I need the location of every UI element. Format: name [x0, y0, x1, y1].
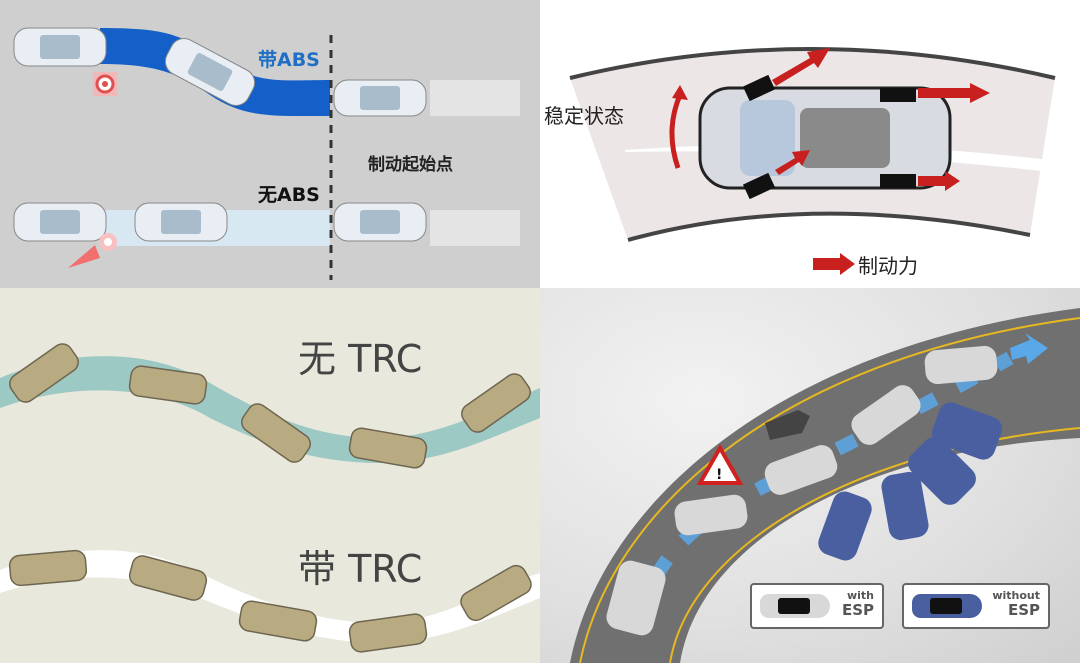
- obstacle: [765, 410, 810, 440]
- label-stable-state: 稳定状态: [544, 104, 624, 128]
- abs-diagram-panel: 带ABS 无ABS 制动起始点: [0, 0, 540, 288]
- trc-illustration: [0, 343, 540, 653]
- label-with-trc: 带 TRC: [298, 547, 423, 591]
- trc-car: [238, 600, 318, 642]
- direction-arrow-icon: [1010, 333, 1048, 364]
- esp-diagram-panel: ! with ESP without ESP: [540, 288, 1080, 663]
- legend-esp-label: ESP: [1007, 601, 1040, 619]
- trc-car: [461, 373, 531, 433]
- warning-triangle-icon: !: [696, 443, 744, 485]
- trc-car: [8, 549, 88, 587]
- abs-lane-after-without: [430, 210, 520, 246]
- trc-car: [460, 564, 532, 622]
- abs-car: [333, 202, 427, 242]
- trc-car: [348, 427, 428, 469]
- legend-arrow-icon: [813, 253, 855, 275]
- brake-force-arrow-icon: [772, 48, 990, 191]
- car-top-view: [698, 74, 952, 200]
- label-without-abs: 无ABS: [258, 184, 320, 206]
- label-with-abs: 带ABS: [258, 49, 320, 71]
- label-brake-force: 制动力: [858, 254, 918, 278]
- abs-lane-after-with: [430, 80, 520, 116]
- abs-car: [333, 79, 427, 117]
- legend-esp-label: ESP: [841, 601, 874, 619]
- road-edge-bottom: [627, 211, 1031, 242]
- trc-diagram-panel: 无 TRC 带 TRC: [0, 288, 540, 663]
- legend-with-esp-text: with ESP: [841, 589, 874, 619]
- legend-without-esp: without ESP: [902, 583, 1050, 629]
- rotation-arrow-icon: [669, 94, 683, 169]
- legend-with-label: with: [846, 589, 874, 602]
- trc-car: [348, 613, 428, 653]
- abs-illustration: [13, 27, 520, 280]
- label-without-trc: 无 TRC: [298, 337, 423, 381]
- rotation-arrowhead: [672, 85, 688, 100]
- trc-car: [9, 343, 79, 403]
- abs-car: [164, 38, 256, 106]
- esp-illustration: !: [570, 308, 1080, 663]
- legend-with-esp: with ESP: [750, 583, 884, 629]
- svg-text:!: !: [716, 467, 722, 483]
- brake-indicator-icon: [93, 72, 117, 96]
- abs-car: [13, 27, 107, 67]
- trc-car: [241, 403, 311, 463]
- esp-road: [570, 308, 1080, 663]
- car-with-esp-icon: [760, 594, 830, 618]
- lane-line-outer: [579, 317, 1080, 663]
- skid-crash-icon: [68, 233, 117, 268]
- esp-car-without: [818, 402, 1003, 561]
- road-edge-top: [569, 47, 1056, 80]
- brake-force-diagram-panel: 稳定状态 制动力: [540, 0, 1080, 288]
- car-without-esp-icon: [912, 594, 982, 618]
- label-brake-start-point: 制动起始点: [368, 155, 453, 175]
- trc-car: [128, 555, 208, 601]
- abs-car: [13, 202, 107, 242]
- abs-car: [134, 202, 228, 242]
- trc-car: [128, 365, 208, 405]
- esp-car-with: [606, 345, 998, 636]
- brake-force-illustration: [569, 47, 1056, 275]
- legend-without-label: without: [992, 589, 1040, 602]
- legend-without-esp-text: without ESP: [992, 589, 1040, 619]
